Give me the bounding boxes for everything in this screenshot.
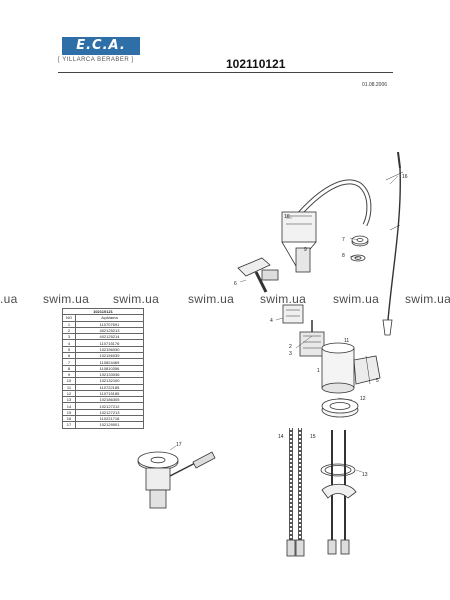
part-8-washer [350,254,366,262]
callout-16: 16 [402,174,408,180]
callout-4: 4 [270,318,273,324]
callout-15: 15 [310,434,316,440]
callout-10: 10 [284,214,290,220]
callout-2: 2 [289,344,292,350]
part-code-cell: 110715176 [75,339,144,347]
part-17-pop-up-waste [137,451,216,509]
part-code-cell: 102127212 [75,402,144,410]
callout-3: 3 [289,351,292,357]
part-10-spout [281,179,372,273]
callout-17: 17 [176,442,182,448]
watermark-text: swim.ua [333,292,380,306]
part-6-handle [237,257,279,293]
table-title: 102110121 [62,307,144,316]
watermark-text: .ua [0,292,18,306]
part-4-cap [282,304,304,324]
watermark-text: swim.ua [260,292,307,306]
part-7-nut [351,235,369,247]
header-divider [58,72,393,73]
callout-13: 13 [362,472,368,478]
part-15-hose [295,428,305,557]
table-header-code: Açıklama [75,314,144,322]
logo-text: E.C.A. [76,38,126,53]
callout-8: 8 [342,253,345,259]
part-2-3-cartridge [299,320,325,357]
eca-logo: E.C.A. [62,37,140,55]
part-code-cell: 402125214 [75,333,144,341]
part-13-gasket [320,463,357,499]
part-1-body [321,342,381,394]
part-code-cell: 402125213 [75,326,144,335]
watermark-text: swim.ua [188,292,235,306]
part-code-cell: 110715185 [75,389,144,398]
part-code-cell: 110221718 [75,415,144,423]
part-code-cell: 110810356 [75,364,144,372]
leader-lines [169,175,399,473]
callout-14: 14 [278,434,284,440]
document-number: 102110121 [226,57,286,71]
part-code-cell: 102156039 [75,352,144,360]
part-code-cell: 110824469 [75,358,144,366]
callout-11: 11 [344,338,349,344]
callout-1: 1 [317,368,320,374]
callout-6: 6 [234,281,237,287]
part-code-cell: 110722185 [75,383,144,391]
callout-12: 12 [360,396,366,402]
callout-9: 9 [304,247,307,253]
part-code-cell: 110707691 [75,320,144,328]
logo-subtitle: [ YILLARCA BERABER ] [58,57,134,63]
part-12-base-ring [321,398,359,418]
part-code-cell: 102133036 [75,370,144,379]
callout-5: 5 [376,378,379,384]
part-code-cell: 102127213 [75,408,144,417]
watermark-text: swim.ua [113,292,160,306]
document-date: 01.08.2006 [362,82,388,88]
part-16-hand-shower [382,151,404,336]
part-code-cell: 102129001 [75,421,144,429]
watermark-text: swim.ua [43,292,90,306]
watermark-text: swim.ua [405,292,450,306]
part-code-cell: 102186305 [75,396,144,404]
part-14-hose [286,428,296,557]
part-code-cell: 102132100 [75,377,144,385]
part-code-cell: 102156030 [75,345,144,354]
callouts: 16 10 9 7 8 6 4 2 3 11 1 5 12 14 15 13 1… [176,174,408,478]
callout-7: 7 [342,237,345,243]
